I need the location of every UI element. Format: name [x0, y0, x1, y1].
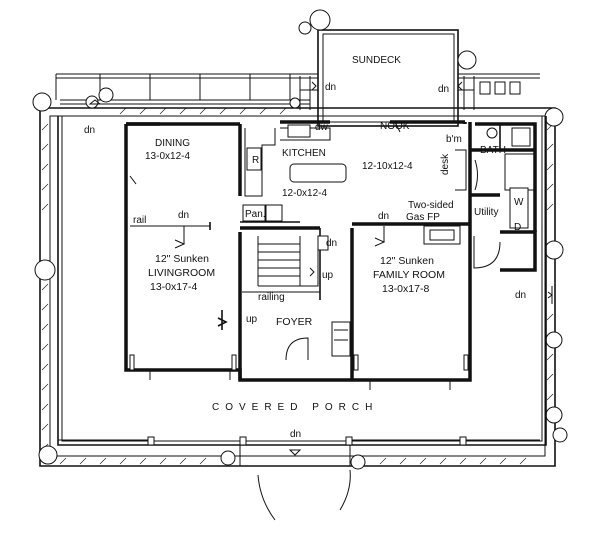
living-size: 13-0x17-4: [150, 281, 197, 293]
living-line1: 12" Sunken: [155, 253, 209, 265]
living-label: LIVINGROOM: [148, 267, 215, 279]
dryer-label: D: [514, 222, 521, 233]
sundeck-stair-right: dn: [438, 76, 475, 110]
washer-label: W: [514, 197, 524, 208]
svg-text:dn: dn: [290, 429, 301, 440]
svg-text:dn: dn: [326, 238, 337, 249]
railing-label: railing: [258, 292, 285, 303]
stairs: railing dn up: [242, 235, 337, 303]
landscape-shrubs: [32, 9, 568, 470]
range-label: R: [252, 155, 259, 166]
svg-text:dn: dn: [515, 290, 526, 301]
windows: [58, 354, 540, 446]
svg-text:dn: dn: [178, 210, 189, 221]
linen-label: b'm: [446, 134, 462, 145]
dining-size: 13-0x12-4: [145, 151, 190, 162]
family-line1: 12" Sunken: [380, 255, 434, 267]
outdoor-chairs: [479, 81, 521, 95]
nook-size: 12-10x12-4: [362, 161, 413, 172]
svg-text:dn: dn: [378, 211, 389, 222]
dining-label: DINING: [155, 138, 190, 149]
svg-text:dn: dn: [438, 84, 449, 95]
dining-room: DINING 13-0x12-4 rail dn: [129, 138, 190, 249]
nook-label: NOOK: [380, 121, 410, 132]
svg-text:dn: dn: [84, 125, 95, 136]
foyer: FOYER: [276, 316, 351, 361]
nook: NOOK 12-10x12-4 desk Two-sided Gas FP dn: [362, 121, 467, 247]
kitchen: R dw KITCHEN 12-0x12-4 Pan.: [242, 122, 347, 222]
porch-step-left: dn: [84, 99, 102, 136]
family-room: 12" Sunken FAMILY ROOM 13-0x17-8: [373, 255, 445, 295]
living-room: 12" Sunken LIVINGROOM 13-0x17-4 up: [148, 253, 258, 330]
svg-text:up: up: [246, 314, 258, 325]
pantry-label: Pan.: [245, 209, 266, 220]
bath: b'm BATH: [446, 127, 536, 191]
sundeck-label: SUNDECK: [352, 55, 401, 66]
foyer-label: FOYER: [276, 316, 313, 328]
desk-label: desk: [440, 153, 451, 175]
dishwasher-label: dw: [315, 122, 329, 133]
kitchen-label: KITCHEN: [282, 148, 326, 159]
bath-label: BATH: [480, 145, 506, 156]
svg-text:up: up: [322, 270, 334, 281]
porch-label: COVERED PORCH: [212, 402, 378, 413]
family-label: FAMILY ROOM: [373, 269, 445, 281]
family-size: 13-0x17-8: [382, 283, 429, 295]
sundeck: SUNDECK dn dn: [299, 29, 521, 127]
house-walls: [124, 120, 537, 382]
svg-text:dn: dn: [325, 82, 336, 93]
porch-outline: dn dn dn COVERED PORCH: [57, 99, 553, 521]
fireplace-line2: Gas FP: [406, 212, 440, 223]
kitchen-size: 12-0x12-4: [282, 188, 327, 199]
utility: Utility W D: [473, 187, 529, 269]
utility-label: Utility: [474, 207, 498, 218]
rail-label: rail: [133, 215, 146, 226]
porch-step-right: dn: [515, 286, 553, 304]
fireplace-line1: Two-sided: [408, 200, 454, 211]
